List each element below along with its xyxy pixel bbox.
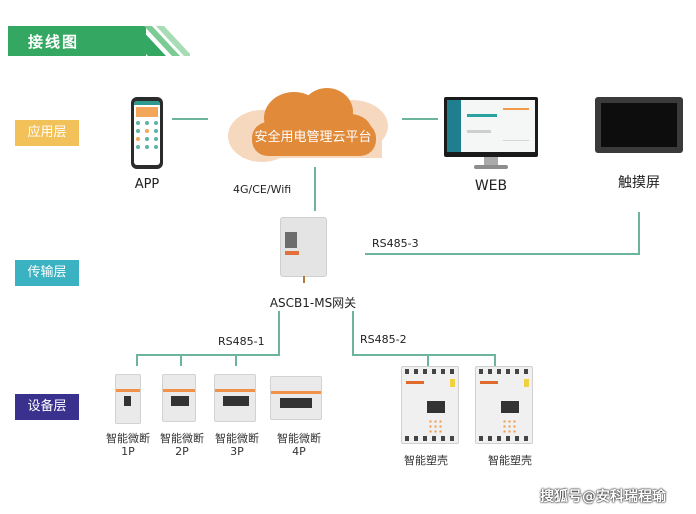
mcb-2p-name: 智能微断 bbox=[160, 432, 204, 445]
mccb-2-caption: 智能塑壳 bbox=[488, 454, 532, 467]
line-rs485-2-drop-1 bbox=[427, 354, 429, 366]
monitor-base bbox=[474, 165, 508, 169]
line-app-cloud bbox=[172, 118, 208, 120]
layer-label-application: 应用层 bbox=[15, 120, 79, 146]
banner-stripes bbox=[120, 26, 190, 56]
link-label-rs485-2: RS485-2 bbox=[360, 333, 407, 346]
mcb-1p-name: 智能微断 bbox=[106, 432, 150, 445]
watermark-text: 搜狐号@安科瑞程瑜 bbox=[540, 489, 666, 505]
app-phone-icon bbox=[131, 97, 163, 169]
mcb-3p-icon bbox=[214, 374, 256, 422]
link-label-4g: 4G/CE/Wifi bbox=[233, 183, 292, 196]
mcb-3p-poles: 3P bbox=[230, 445, 244, 458]
line-rs485-2-bus bbox=[352, 354, 496, 356]
touchscreen-label: 触摸屏 bbox=[618, 175, 660, 191]
mcb-2p-caption: 智能微断 2P bbox=[157, 432, 207, 458]
app-label: APP bbox=[134, 177, 160, 192]
web-label: WEB bbox=[474, 178, 508, 194]
touchscreen-icon bbox=[595, 97, 683, 153]
cloud-platform-label: 安全用电管理云平台 bbox=[254, 130, 372, 145]
line-rs485-3-horizontal bbox=[365, 253, 640, 255]
line-rs485-1-drop-2p bbox=[180, 354, 182, 366]
line-rs485-3-vertical bbox=[638, 212, 640, 255]
mcb-4p-poles: 4P bbox=[292, 445, 306, 458]
mccb-1-icon bbox=[401, 366, 459, 444]
cloud-platform-icon bbox=[228, 88, 388, 162]
mcb-4p-name: 智能微断 bbox=[277, 432, 321, 445]
line-rs485-2-drop-2 bbox=[494, 354, 496, 366]
layer-label-device: 设备层 bbox=[15, 394, 79, 420]
mccb-1-caption: 智能塑壳 bbox=[404, 454, 448, 467]
line-cloud-gateway bbox=[314, 167, 316, 211]
line-rs485-2-trunk bbox=[352, 311, 354, 356]
line-rs485-1-trunk bbox=[278, 311, 280, 356]
mcb-1p-icon bbox=[115, 374, 141, 424]
mccb-2-icon bbox=[475, 366, 533, 444]
line-cloud-web bbox=[402, 118, 438, 120]
monitor-stand bbox=[484, 157, 498, 166]
mcb-3p-name: 智能微断 bbox=[215, 432, 259, 445]
mcb-1p-caption: 智能微断 1P bbox=[103, 432, 153, 458]
mcb-4p-caption: 智能微断 4P bbox=[274, 432, 324, 458]
mcb-2p-icon bbox=[162, 374, 196, 422]
section-title: 接线图 bbox=[28, 33, 80, 51]
line-rs485-1-drop-1p bbox=[136, 354, 138, 366]
gateway-device-icon bbox=[280, 217, 327, 277]
line-rs485-1-drop-3p bbox=[235, 354, 237, 366]
mcb-1p-poles: 1P bbox=[121, 445, 135, 458]
mcb-4p-icon bbox=[270, 376, 322, 420]
layer-label-transport: 传输层 bbox=[15, 260, 79, 286]
mcb-3p-caption: 智能微断 3P bbox=[212, 432, 262, 458]
link-label-rs485-3: RS485-3 bbox=[372, 237, 419, 250]
section-banner bbox=[8, 26, 146, 56]
web-monitor-icon bbox=[444, 97, 538, 157]
line-rs485-1-bus bbox=[136, 354, 280, 356]
link-label-rs485-1: RS485-1 bbox=[218, 335, 265, 348]
mcb-2p-poles: 2P bbox=[175, 445, 189, 458]
gateway-label: ASCB1-MS网关 bbox=[269, 296, 357, 310]
gateway-antenna bbox=[303, 276, 305, 283]
